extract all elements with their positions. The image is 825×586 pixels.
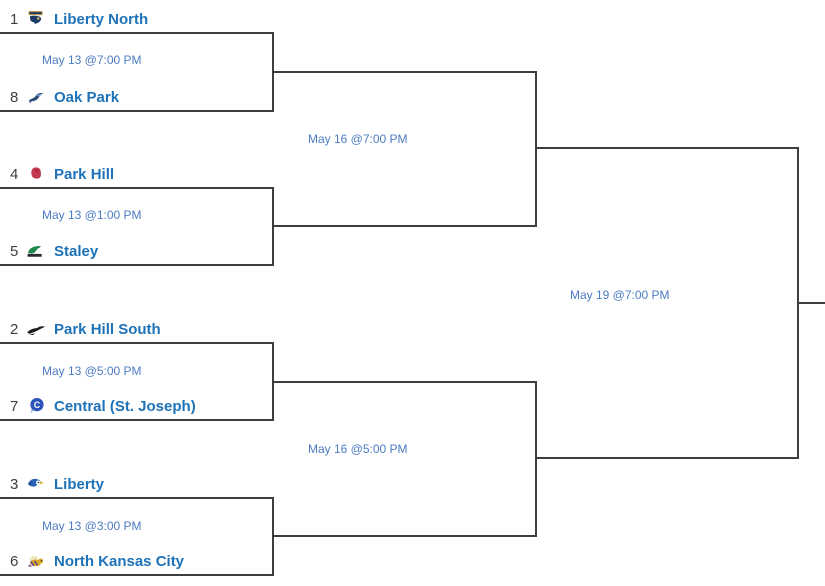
bracket-line bbox=[0, 110, 274, 112]
staley-falcons-logo-icon bbox=[25, 242, 47, 260]
team-seed: 7 bbox=[10, 397, 19, 415]
liberty-north-eagles-logo-icon bbox=[25, 10, 47, 28]
team-link-central-st-joseph[interactable]: Central (St. Joseph) bbox=[54, 397, 196, 415]
team-seed: 8 bbox=[10, 88, 19, 106]
oak-park-northmen-logo-icon bbox=[25, 88, 47, 106]
team-seed: 2 bbox=[10, 320, 19, 338]
team-seed: 6 bbox=[10, 552, 19, 570]
bracket-line bbox=[0, 32, 274, 34]
svg-text:C: C bbox=[33, 400, 40, 410]
game-link-final[interactable]: May 19 @7:00 PM bbox=[570, 288, 670, 302]
game-link-semifinal2[interactable]: May 16 @5:00 PM bbox=[308, 442, 408, 456]
team-row-north-kansas-city: 6 North Kansas City bbox=[0, 550, 184, 572]
bracket-line bbox=[535, 381, 537, 537]
bracket-line bbox=[272, 32, 274, 112]
park-hill-south-panthers-logo-icon bbox=[25, 320, 47, 338]
bracket-line bbox=[272, 71, 537, 73]
bracket-line bbox=[272, 497, 274, 576]
team-row-liberty-north: 1 Liberty North bbox=[0, 8, 148, 30]
bracket-line bbox=[0, 187, 274, 189]
bracket-line bbox=[272, 187, 274, 266]
bracket-line bbox=[0, 264, 274, 266]
liberty-blue-jays-logo-icon bbox=[25, 475, 47, 493]
north-kansas-city-hornets-logo-icon bbox=[25, 552, 47, 570]
team-row-oak-park: 8 Oak Park bbox=[0, 86, 119, 108]
champion-line bbox=[797, 302, 825, 304]
bracket-line bbox=[535, 71, 537, 227]
bracket-line bbox=[272, 381, 537, 383]
bracket-line bbox=[535, 457, 799, 459]
game-link-round1-match4[interactable]: May 13 @3:00 PM bbox=[42, 519, 142, 533]
bracket-line bbox=[272, 342, 274, 421]
bracket-line bbox=[0, 497, 274, 499]
game-link-round1-match1[interactable]: May 13 @7:00 PM bbox=[42, 53, 142, 67]
central-st-joseph-logo-icon: C bbox=[25, 397, 47, 415]
bracket-line bbox=[0, 574, 274, 576]
game-link-round1-match2[interactable]: May 13 @1:00 PM bbox=[42, 208, 142, 222]
team-link-oak-park[interactable]: Oak Park bbox=[54, 88, 120, 106]
team-row-central-st-joseph: 7 C Central (St. Joseph) bbox=[0, 395, 196, 417]
bracket-line bbox=[0, 419, 274, 421]
team-seed: 4 bbox=[10, 165, 19, 183]
team-row-staley: 5 Staley bbox=[0, 240, 98, 262]
team-link-liberty-north[interactable]: Liberty North bbox=[54, 10, 149, 28]
team-seed: 5 bbox=[10, 242, 19, 260]
team-link-park-hill-south[interactable]: Park Hill South bbox=[54, 320, 161, 338]
team-row-park-hill-south: 2 Park Hill South bbox=[0, 318, 161, 340]
team-row-liberty: 3 Liberty bbox=[0, 473, 104, 495]
bracket-line bbox=[535, 147, 799, 149]
bracket-line bbox=[797, 147, 799, 459]
park-hill-trojans-logo-icon bbox=[25, 165, 47, 183]
team-seed: 3 bbox=[10, 475, 19, 493]
game-link-round1-match3[interactable]: May 13 @5:00 PM bbox=[42, 364, 142, 378]
game-link-semifinal1[interactable]: May 16 @7:00 PM bbox=[308, 132, 408, 146]
bracket-line bbox=[272, 225, 537, 227]
team-link-park-hill[interactable]: Park Hill bbox=[54, 165, 115, 183]
team-link-staley[interactable]: Staley bbox=[54, 242, 99, 260]
bracket-line bbox=[0, 342, 274, 344]
team-link-liberty[interactable]: Liberty bbox=[54, 475, 105, 493]
team-link-north-kansas-city[interactable]: North Kansas City bbox=[54, 552, 185, 570]
team-seed: 1 bbox=[10, 10, 19, 28]
team-row-park-hill: 4 Park Hill bbox=[0, 163, 114, 185]
bracket-line bbox=[272, 535, 537, 537]
